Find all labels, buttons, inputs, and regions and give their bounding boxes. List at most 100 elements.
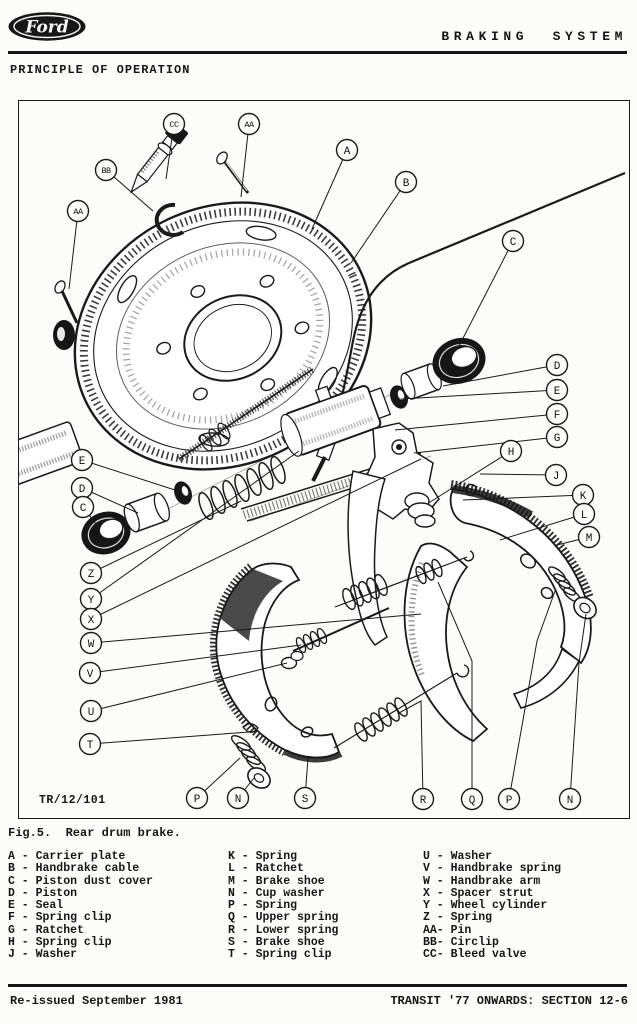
- svg-text:R: R: [420, 795, 427, 807]
- callout-leader-j: [479, 473, 557, 476]
- svg-text:S: S: [302, 794, 309, 806]
- callout-a: A: [335, 138, 359, 162]
- callout-leader-w: [90, 613, 422, 644]
- svg-text:V: V: [87, 669, 94, 681]
- legend-item-w: W - Handbrake arm: [423, 874, 541, 888]
- figure-caption: Fig.5. Rear drum brake.: [8, 826, 181, 840]
- piston-right-drawing: [400, 363, 442, 400]
- callout-aa: AA: [237, 112, 261, 136]
- left-edge-cylinder-drawing: [19, 421, 84, 485]
- cable-rod-drawing: [177, 366, 315, 462]
- legend-item-v: V - Handbrake spring: [423, 862, 562, 876]
- svg-text:U: U: [88, 707, 95, 719]
- svg-text:H: H: [508, 447, 515, 459]
- callout-leader-t: [89, 731, 250, 745]
- holddown-right-drawing: [548, 566, 597, 620]
- callout-c: C: [501, 229, 525, 253]
- callout-t: T: [78, 732, 102, 756]
- legend-item-d: D - Piston: [8, 886, 78, 900]
- svg-text:N: N: [567, 795, 574, 807]
- legend-item-f: F - Spring clip: [8, 911, 112, 925]
- upper-spring-drawing: [334, 550, 475, 611]
- callout-p: P: [185, 786, 209, 810]
- footer-rule: [8, 984, 627, 987]
- svg-text:Y: Y: [88, 595, 95, 607]
- section-heading: PRINCIPLE OF OPERATION: [10, 63, 191, 77]
- legend-item-b: B - Handbrake cable: [8, 862, 140, 876]
- svg-text:B: B: [403, 178, 410, 190]
- legend-item-l: L - Ratchet: [228, 862, 304, 876]
- svg-text:T: T: [87, 740, 94, 752]
- legend-item-h: H - Spring clip: [8, 936, 112, 950]
- legend-item-c: C - Piston dust cover: [8, 874, 153, 888]
- legend-item-q: Q - Upper spring: [228, 911, 339, 925]
- callout-s: S: [293, 786, 317, 810]
- svg-text:N: N: [235, 794, 242, 806]
- callout-z: Z: [79, 561, 103, 585]
- svg-text:W: W: [88, 639, 95, 651]
- callout-leader-a: [311, 149, 348, 230]
- svg-text:C: C: [510, 237, 517, 249]
- piston-left-drawing: [123, 492, 171, 533]
- footer-revision: Re-issued September 1981: [10, 994, 183, 1008]
- callout-d: D: [70, 476, 94, 500]
- callout-leader-h: [426, 450, 512, 505]
- callout-leader-f: [394, 413, 558, 431]
- legend-item-t: T - Spring clip: [228, 948, 332, 962]
- callout-aa: AA: [66, 199, 90, 223]
- callout-leaders: [68, 123, 590, 800]
- ford-logo-icon: Ford: [8, 12, 86, 41]
- svg-text:X: X: [88, 615, 95, 627]
- wheel-cylinder-drawing: [280, 385, 392, 457]
- callout-leader-g: [413, 436, 558, 454]
- callout-leader-v: [89, 644, 302, 674]
- callout-leader-e: [400, 389, 558, 400]
- callout-u: U: [79, 699, 103, 723]
- legend-item-x: X - Spacer strut: [423, 886, 534, 900]
- spring-z-drawing: [198, 455, 286, 521]
- svg-text:G: G: [554, 433, 561, 445]
- brake-shoe-left-drawing: [209, 562, 343, 763]
- ford-logo-script: Ford: [24, 18, 68, 38]
- svg-text:BB: BB: [101, 166, 111, 176]
- svg-text:AA: AA: [244, 120, 255, 130]
- callout-leader-l: [499, 513, 585, 541]
- seal-left-drawing: [174, 481, 192, 505]
- legend-item-r: R - Lower spring: [228, 923, 339, 937]
- figure-reference-code: TR/12/101: [39, 794, 106, 807]
- callout-w: W: [79, 631, 103, 655]
- svg-text:P: P: [506, 795, 513, 807]
- svg-text:D: D: [554, 361, 561, 373]
- svg-text:D: D: [79, 484, 86, 496]
- callout-j: J: [544, 463, 568, 487]
- callout-leader-q: [437, 581, 473, 799]
- callout-l: L: [572, 502, 596, 526]
- svg-text:AA: AA: [73, 207, 84, 217]
- footer-section: TRANSIT '77 ONWARDS: SECTION 12-6: [390, 994, 628, 1008]
- svg-text:P: P: [194, 794, 201, 806]
- callout-h: H: [499, 439, 523, 463]
- ratchet-lever-drawing: [347, 422, 440, 646]
- callout-bb: BB: [94, 158, 118, 182]
- holddown-left-drawing: [230, 734, 271, 789]
- svg-text:E: E: [79, 456, 86, 468]
- svg-text:K: K: [580, 491, 587, 503]
- callout-g: G: [545, 425, 569, 449]
- callout-k: K: [571, 483, 595, 507]
- callout-leader-b: [350, 181, 407, 264]
- callout-e: E: [70, 448, 94, 472]
- svg-text:L: L: [581, 510, 588, 522]
- callout-v: V: [78, 661, 102, 685]
- callout-leader-n: [569, 613, 587, 800]
- callout-leader-z: [90, 500, 242, 574]
- callout-leader-u: [90, 662, 288, 712]
- callout-leader-x: [90, 458, 422, 620]
- callout-leader-p: [508, 590, 556, 800]
- legend-item-cc: CC- Bleed valve: [423, 948, 527, 962]
- legend-item-n: N - Cup washer: [228, 886, 325, 900]
